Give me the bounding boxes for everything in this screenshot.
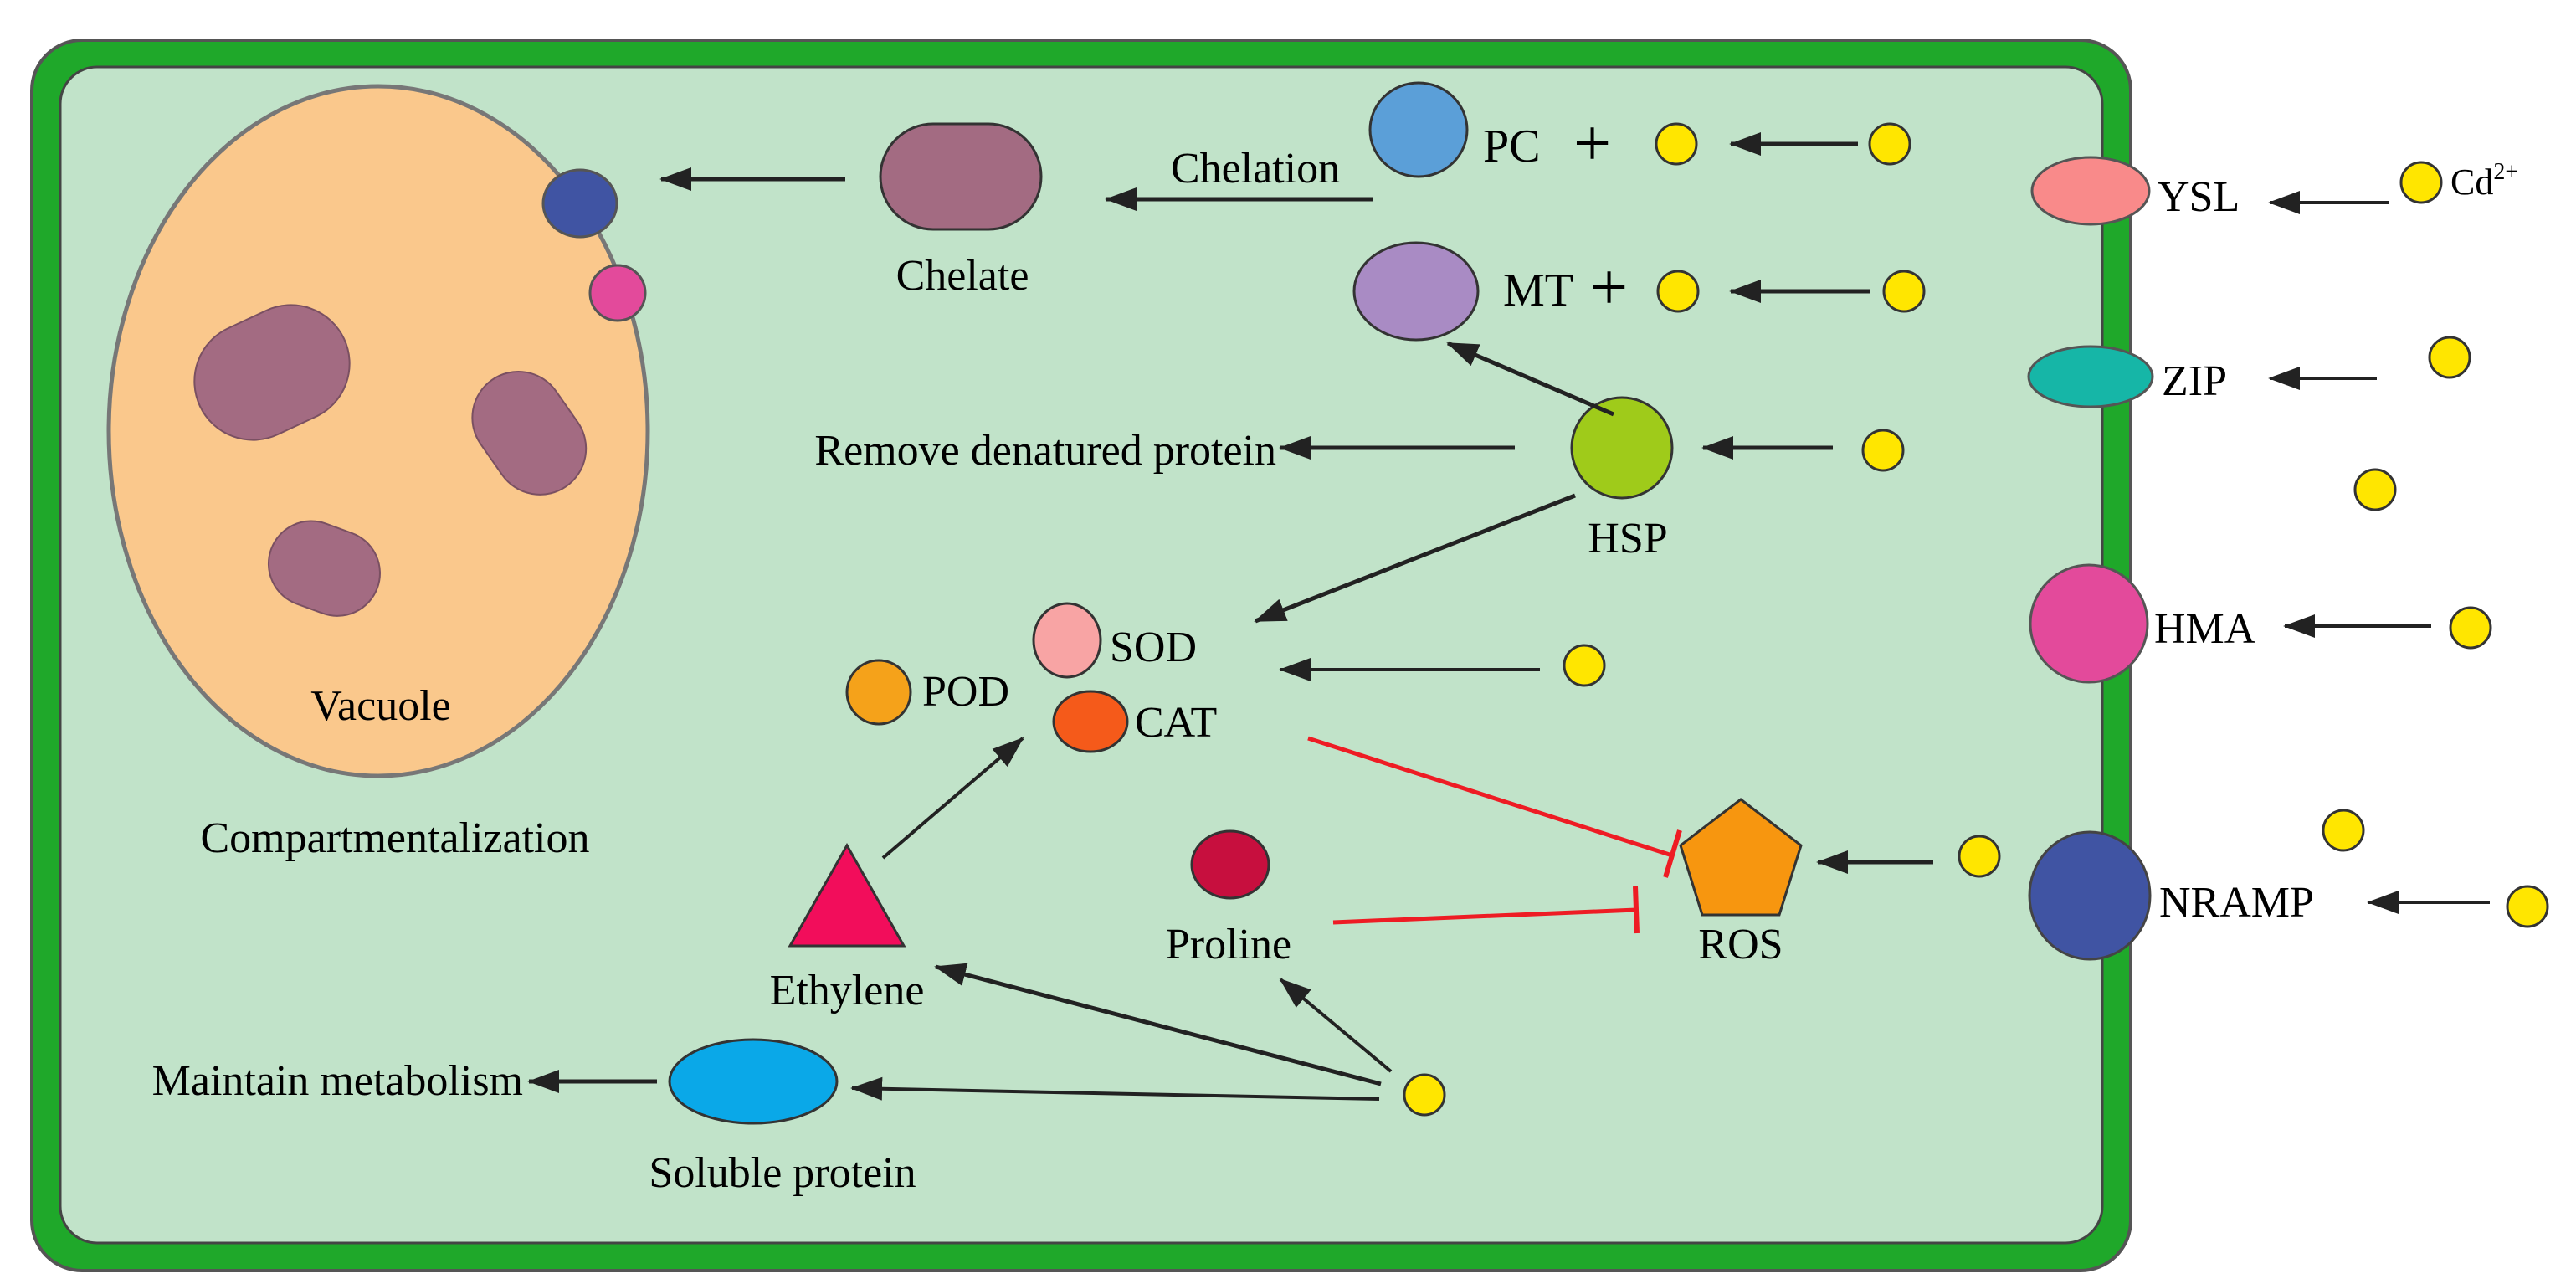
mt-shape <box>1352 241 1480 342</box>
inhibit-proline-ros-bar <box>1633 886 1640 934</box>
cd-ion <box>2353 468 2397 511</box>
cd-ion <box>1403 1073 1446 1117</box>
maintain-metabolism-label: Maintain metabolism <box>152 1057 523 1105</box>
zip-label: ZIP <box>2162 357 2227 405</box>
vacuole-label: Vacuole <box>310 682 450 730</box>
arrow-hsp-to-mt <box>1446 341 1614 417</box>
vacuole <box>106 84 650 778</box>
arrow-cd-to-soluble-protein <box>850 1076 1380 1101</box>
cd-ion <box>1655 122 1698 166</box>
ros-shape <box>1679 798 1803 917</box>
ysl-label: YSL <box>2158 173 2240 221</box>
pc-plus: + <box>1573 107 1611 181</box>
cd-ion-charge: 2+ <box>2493 159 2518 185</box>
cd-ion <box>1868 122 1911 166</box>
inhibit-cat-ros-bar <box>1663 829 1682 878</box>
arrow-ethylene-to-antioxidants <box>881 737 1024 860</box>
pod-label: POD <box>922 668 1009 716</box>
hma-transporter <box>2029 563 2149 684</box>
cd-ion <box>1958 835 2001 878</box>
vacuole-body <box>193 304 351 441</box>
proline-label: Proline <box>1166 921 1291 968</box>
pod-shape <box>845 659 912 726</box>
arrow-cd-to-ethylene <box>934 963 1382 1086</box>
cd-ion <box>1882 270 1926 313</box>
arrow-cd-to-proline <box>1279 978 1393 1073</box>
cd-ion <box>2506 885 2549 928</box>
chelate-shape <box>879 122 1043 231</box>
cd-ion-label: Cd2+ <box>2450 159 2518 203</box>
inhibit-cat-ros <box>1307 736 1673 858</box>
pc-label: PC <box>1483 121 1541 172</box>
remove-denatured-label: Remove denatured protein <box>814 427 1276 475</box>
cd-ion <box>2449 606 2492 650</box>
pc-shape <box>1368 81 1469 178</box>
hsp-shape <box>1570 396 1674 500</box>
tonoplast-transporter-blue <box>541 168 618 239</box>
cd-ion <box>1656 270 1700 313</box>
cd-ion-symbol: Cd <box>2450 162 2493 203</box>
hma-label: HMA <box>2154 605 2256 653</box>
mt-plus: + <box>1590 251 1628 325</box>
soluble-protein-label: Soluble protein <box>649 1149 916 1197</box>
tonoplast-transporter-pink <box>588 264 647 322</box>
inhibit-proline-ros <box>1332 907 1637 925</box>
hsp-label: HSP <box>1588 515 1667 562</box>
cat-shape <box>1052 690 1129 753</box>
vacuole-bodies <box>193 304 588 617</box>
vacuole-body <box>471 370 588 496</box>
cd-ion <box>2399 161 2443 204</box>
cat-label: CAT <box>1135 699 1217 747</box>
cd-ion <box>2322 809 2365 852</box>
ethylene-label: Ethylene <box>770 967 925 1014</box>
nramp-transporter <box>2028 830 2152 961</box>
zip-transporter <box>2027 345 2154 408</box>
compartmentalization-label: Compartmentalization <box>201 814 590 862</box>
arrow-hsp-to-antioxidants <box>1254 493 1576 624</box>
vacuole-body <box>267 520 381 617</box>
ros-label: ROS <box>1698 921 1783 968</box>
soluble-protein-shape <box>668 1038 839 1125</box>
chelation-label: Chelation <box>1171 145 1340 193</box>
ethylene-shape <box>788 842 906 948</box>
cd-ion <box>1563 644 1606 687</box>
sod-shape <box>1032 602 1102 679</box>
chelate-label: Chelate <box>896 252 1029 300</box>
cd-ion <box>2428 336 2471 379</box>
ysl-transporter <box>2030 156 2151 226</box>
sod-label: SOD <box>1110 624 1197 671</box>
mt-label: MT <box>1503 265 1573 316</box>
proline-shape <box>1190 829 1270 900</box>
nramp-label: NRAMP <box>2159 879 2314 927</box>
cd-ion <box>1861 429 1905 472</box>
